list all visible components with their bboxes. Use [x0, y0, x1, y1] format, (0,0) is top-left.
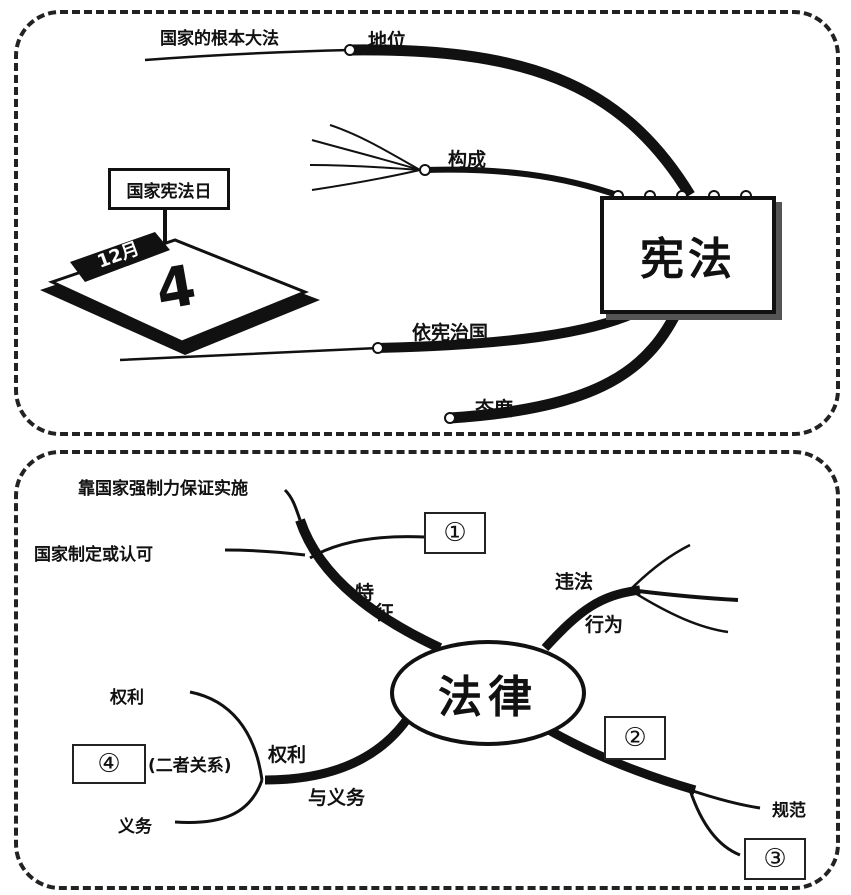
- node-dot: [372, 342, 384, 354]
- illegal-label-2: 行为: [585, 614, 624, 636]
- rights-label-2: 与义务: [308, 787, 366, 809]
- blank-2-box: ②: [604, 716, 666, 760]
- branch-status-label: 地位: [368, 30, 407, 52]
- branch-features-line: [295, 518, 443, 653]
- rights-label-1: 权利: [268, 744, 307, 766]
- constitution-node: 宪法: [600, 196, 776, 314]
- norm-label: 规范: [772, 801, 806, 821]
- branch-rights-line: [264, 712, 414, 785]
- branch-govern-label: 依宪治国: [412, 322, 489, 344]
- features-label-1: 特: [355, 582, 375, 604]
- calendar-sign: 国家宪法日: [108, 168, 230, 210]
- law-node: 法律: [390, 640, 586, 746]
- branch-status-line: [349, 44, 695, 198]
- rights-item-duty: 义务: [118, 817, 152, 837]
- blank-3-box: ③: [744, 838, 806, 880]
- branch-composition-line: [424, 166, 621, 199]
- blank-1-box: ①: [424, 512, 486, 554]
- illegal-label-1: 违法: [555, 571, 594, 593]
- status-note-text: 国家的根本大法: [160, 29, 279, 49]
- blank-4-box: ④: [72, 744, 146, 784]
- feature-item-enforcement: 靠国家强制力保证实施: [78, 479, 248, 499]
- branch-norm-line: [537, 721, 697, 795]
- branch-composition-label: 构成: [448, 149, 487, 171]
- relation-note: (二者关系): [148, 756, 232, 776]
- features-label-2: 征: [375, 602, 395, 624]
- node-dot: [419, 164, 431, 176]
- branch-govern-line: [377, 300, 653, 353]
- rights-item-right: 权利: [110, 688, 144, 708]
- branch-attitude-line: [449, 302, 685, 424]
- branch-illegal-line: [541, 585, 641, 652]
- node-dot: [344, 44, 356, 56]
- branch-status-note-line: [144, 48, 351, 62]
- node-dot: [444, 412, 456, 424]
- feature-item-enactment: 国家制定或认可: [34, 545, 153, 565]
- branch-attitude-label: 态度: [475, 398, 514, 420]
- calendar-illustration: 12月 4: [40, 205, 320, 355]
